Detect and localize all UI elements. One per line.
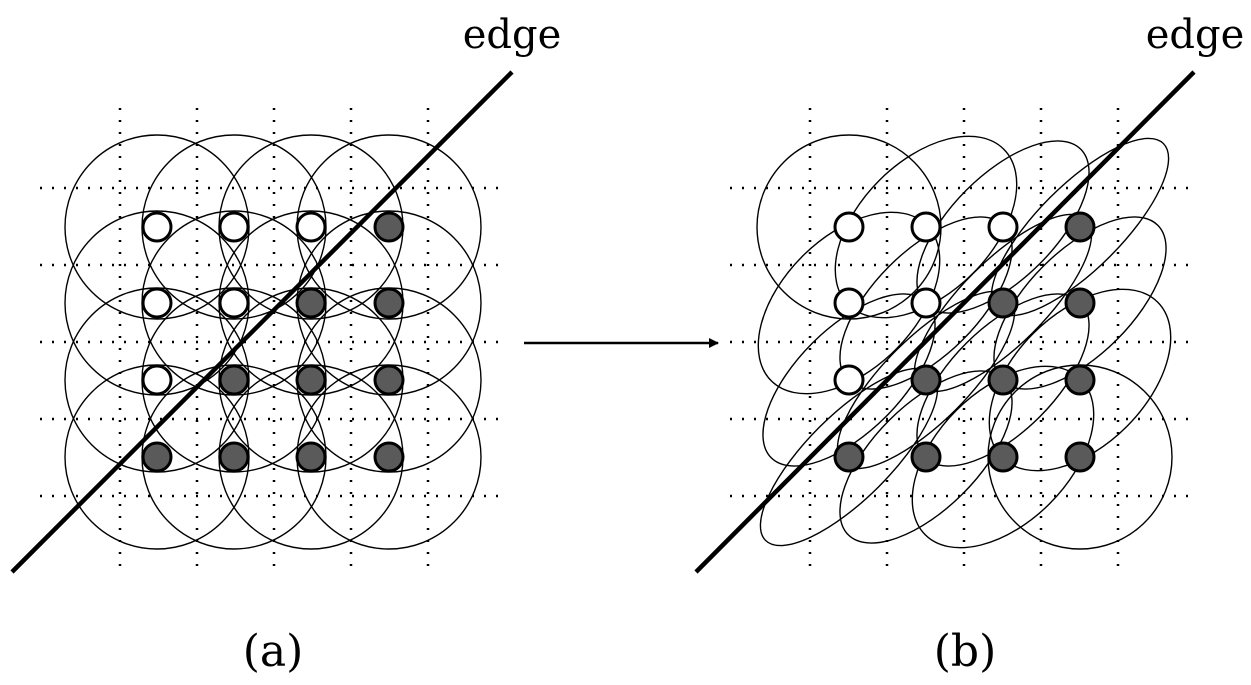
panel-b-caption: (b) (934, 626, 997, 677)
panel-a-sample-gray (295, 441, 327, 473)
panel-b-grid (730, 108, 1190, 568)
panel-a-sample-gray (218, 441, 250, 473)
panel-a-sample-gray (295, 287, 327, 319)
panel-a-kernels (64, 134, 482, 550)
panel-b-sample-gray (833, 441, 865, 473)
panel-b-sample-gray (987, 287, 1019, 319)
panel-b-sample-white (910, 287, 942, 319)
panel-b-sample-white (910, 211, 942, 243)
panel-a-samples (141, 211, 405, 473)
panel-b-edge-line (694, 70, 1196, 574)
panel-a-sample-gray (141, 441, 173, 473)
panel-b: edge (b) (694, 12, 1245, 677)
panel-b-samples (833, 211, 1096, 473)
panel-a-sample-gray (373, 441, 405, 473)
panel-a-sample-white (295, 211, 327, 243)
panel-b-sample-gray (1064, 364, 1096, 396)
panel-b-sample-gray (1064, 441, 1096, 473)
panel-a-sample-gray (295, 364, 327, 396)
panel-a-grid (40, 108, 500, 568)
panel-b-sample-gray (1064, 287, 1096, 319)
panel-a-sample-white (218, 287, 250, 319)
panel-b-sample-white (833, 364, 865, 396)
panel-b-sample-gray (987, 441, 1019, 473)
panel-b-sample-gray (910, 364, 942, 396)
panel-a-sample-gray (218, 364, 250, 396)
panel-a-sample-white (218, 211, 250, 243)
panel-a-caption: (a) (243, 626, 304, 677)
panel-b-sample-white (833, 287, 865, 319)
panel-a-sample-white (141, 211, 173, 243)
panel-a-sample-white (141, 364, 173, 396)
panel-b-sample-white (833, 211, 865, 243)
panel-a-sample-white (141, 287, 173, 319)
panel-b-edge-label: edge (1146, 12, 1245, 58)
panel-b-sample-gray (1064, 211, 1096, 243)
panel-a: edge (a) (10, 12, 562, 677)
panel-a-edge-label: edge (463, 12, 562, 58)
panel-a-sample-gray (373, 287, 405, 319)
panel-b-sample-white (987, 211, 1019, 243)
panel-a-sample-gray (373, 211, 405, 243)
panel-a-sample-gray (373, 364, 405, 396)
panel-b-sample-gray (910, 441, 942, 473)
panel-b-kernels (756, 134, 1173, 550)
panel-b-sample-gray (987, 364, 1019, 396)
panel-a-edge-line (10, 70, 514, 574)
